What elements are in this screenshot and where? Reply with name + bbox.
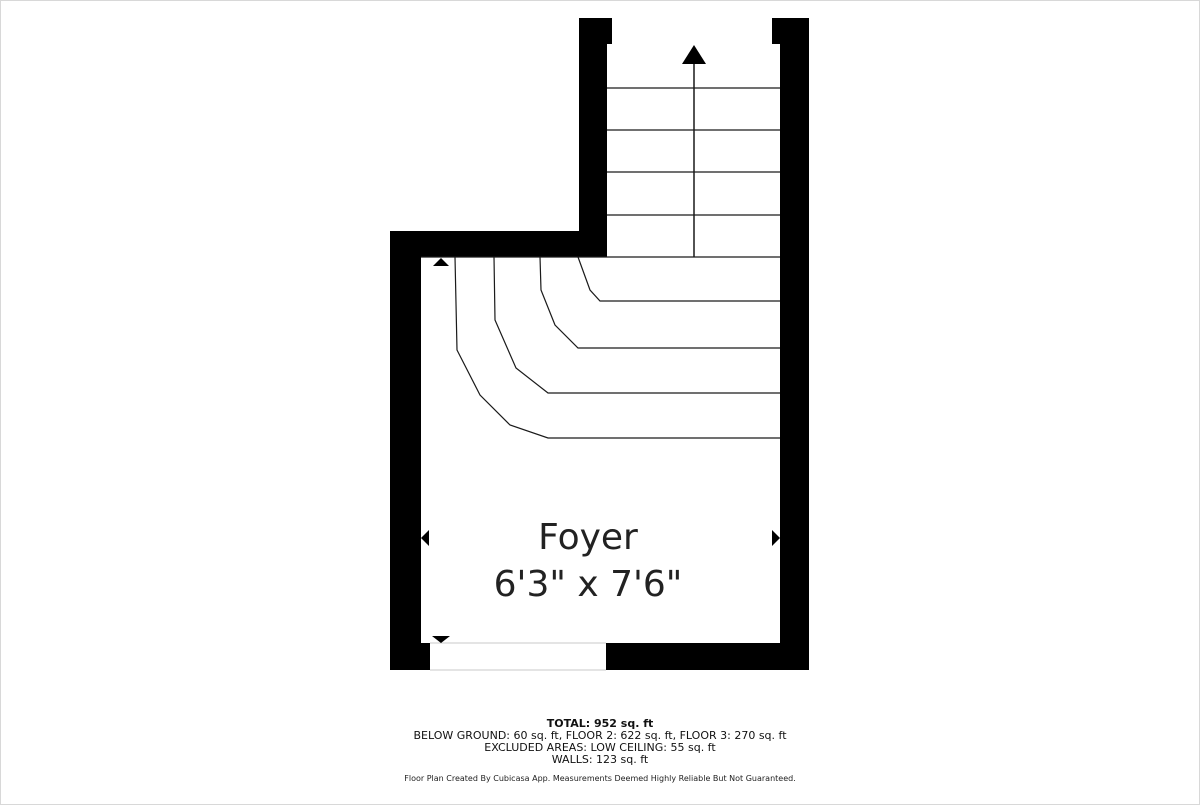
marker-bottom — [432, 636, 450, 643]
excluded-areas: EXCLUDED AREAS: LOW CEILING: 55 sq. ft — [484, 741, 716, 754]
wall-stair-left — [579, 18, 607, 257]
entry-door — [430, 642, 606, 671]
arrow-up-icon — [682, 45, 706, 257]
wall-bottom-right — [606, 643, 809, 670]
wall-bottom-left — [390, 643, 430, 670]
wall-stair-left-cap — [579, 18, 612, 44]
area-summary: TOTAL: 952 sq. ft BELOW GROUND: 60 sq. f… — [0, 717, 1200, 784]
floor-areas: BELOW GROUND: 60 sq. ft, FLOOR 2: 622 sq… — [413, 729, 787, 742]
walls — [390, 18, 809, 670]
credit-note: Floor Plan Created By Cubicasa App. Meas… — [404, 774, 796, 783]
marker-right — [772, 530, 780, 546]
triangle-marker-icon — [421, 258, 780, 643]
wall-area: WALLS: 123 sq. ft — [551, 753, 649, 766]
marker-top — [433, 258, 449, 266]
wall-stair-right-cap — [772, 18, 809, 44]
room-dimensions: 6'3" x 7'6" — [494, 564, 683, 605]
wall-left — [390, 231, 421, 670]
room-name: Foyer — [538, 517, 638, 558]
total-area: TOTAL: 952 sq. ft — [546, 717, 654, 730]
wall-right — [780, 18, 809, 670]
wall-top-lower — [390, 231, 607, 257]
marker-left — [421, 530, 429, 546]
